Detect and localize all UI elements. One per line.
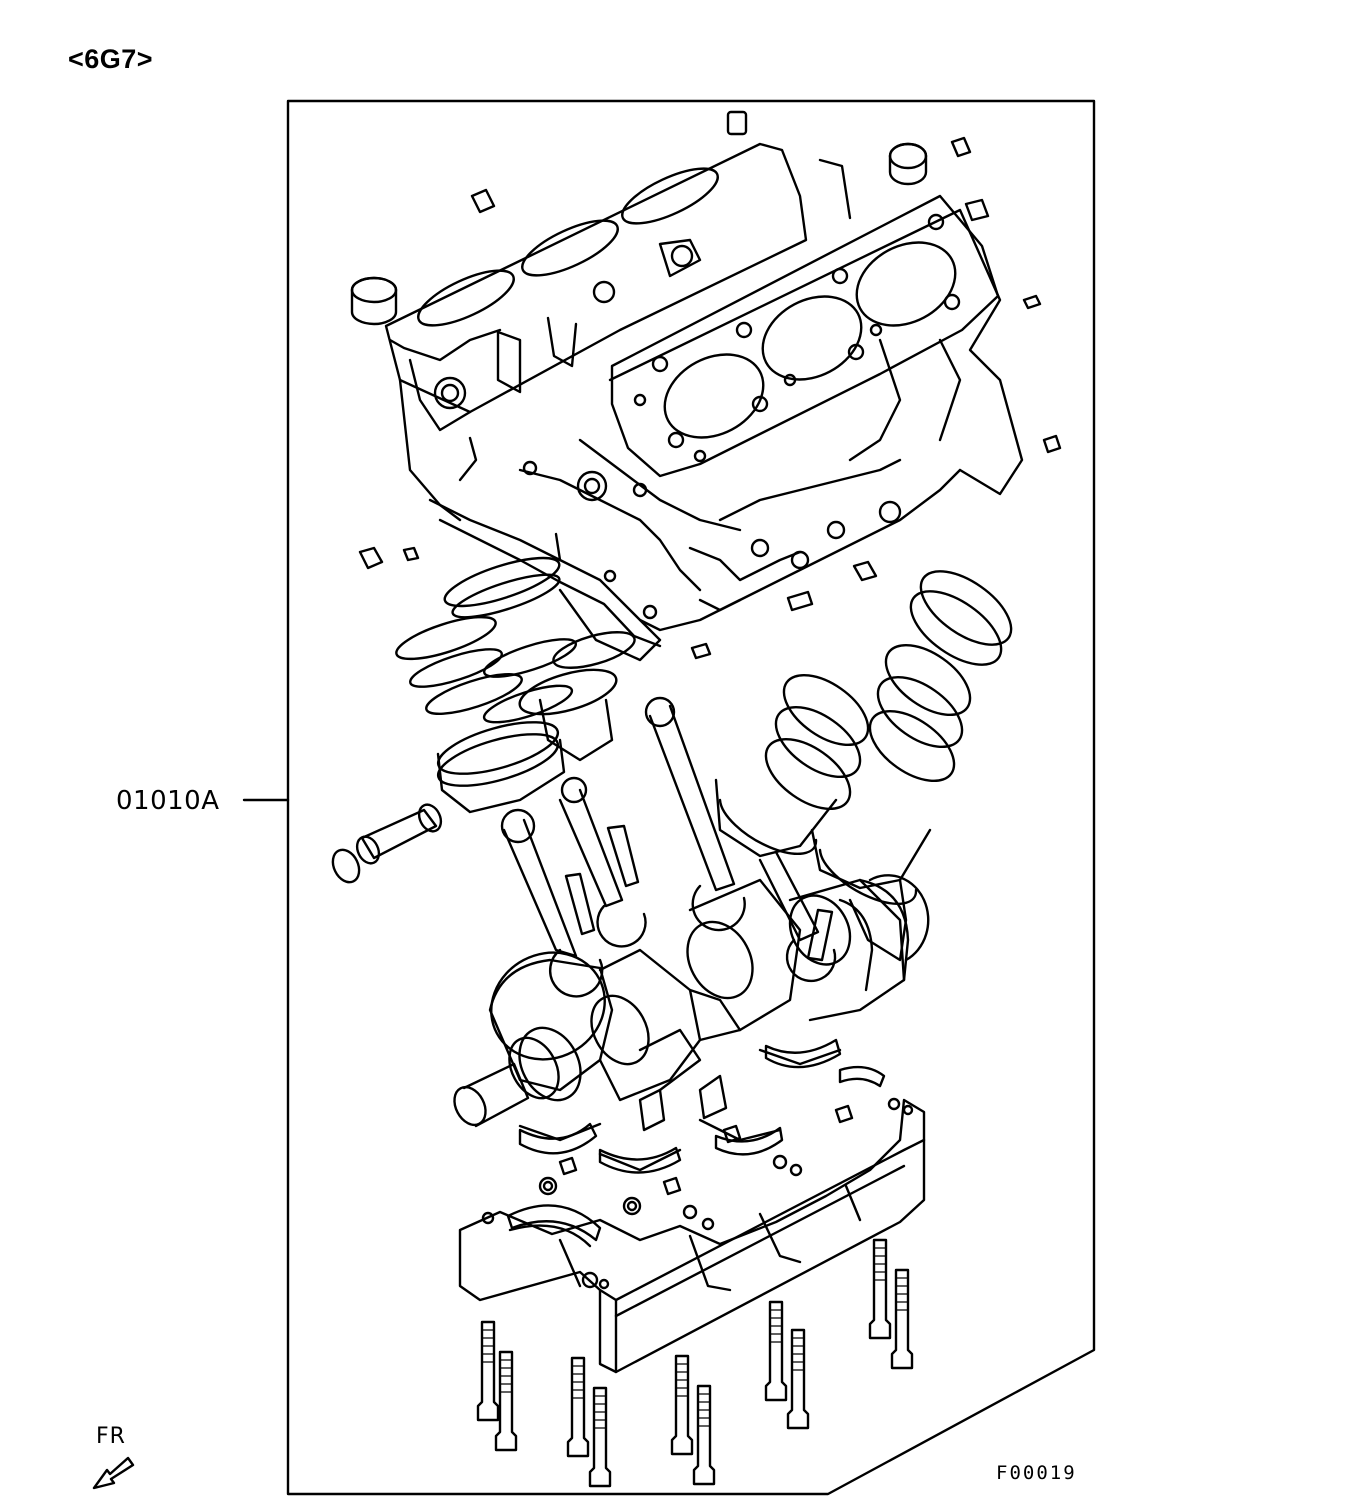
piston-pin[interactable] (353, 801, 445, 867)
engine-code-header: <6G7> (68, 44, 154, 74)
dowel-pin[interactable] (360, 112, 1060, 658)
front-direction-label: FR (96, 1424, 126, 1449)
snap-ring[interactable] (328, 845, 364, 886)
bearing-cap-bolt[interactable] (478, 1240, 912, 1486)
piston-ring[interactable] (754, 557, 1024, 823)
front-arrow-icon (94, 1458, 133, 1488)
cylinder-block[interactable] (386, 144, 1022, 646)
main-bearing[interactable] (508, 1040, 884, 1240)
bearing-cap-ladder[interactable] (460, 1050, 924, 1372)
piston[interactable] (433, 590, 930, 960)
dowel-pin[interactable] (540, 1106, 852, 1214)
bolt-thread-lines (482, 1248, 908, 1428)
expansion-plug[interactable] (352, 144, 926, 324)
crankshaft[interactable] (448, 880, 908, 1130)
figure-id: F00019 (996, 1462, 1077, 1484)
piston-ring[interactable] (392, 548, 579, 729)
head-gasket[interactable] (612, 196, 998, 476)
callout-frame (288, 101, 1094, 1494)
part-number-callout[interactable]: 01010A (116, 786, 220, 816)
